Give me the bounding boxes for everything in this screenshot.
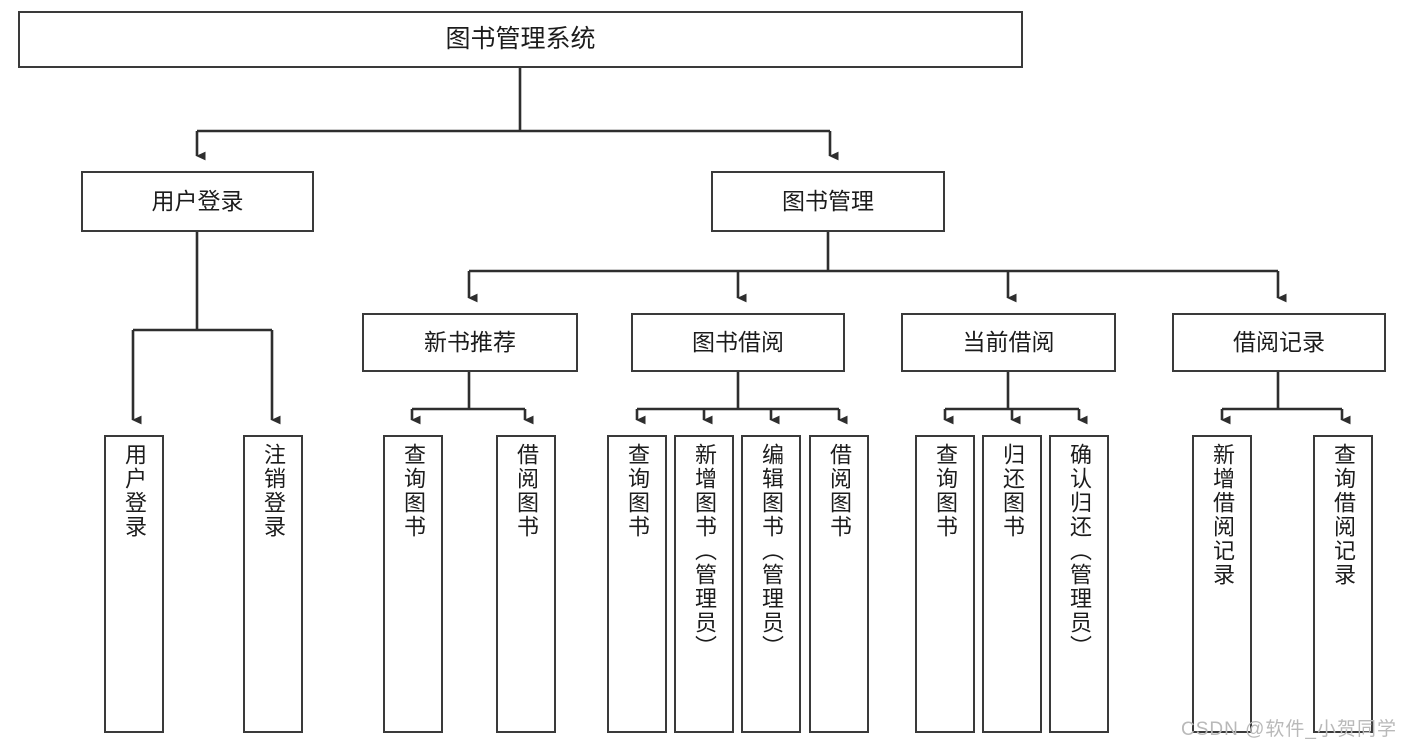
leaf-add-borrow-record[interactable]: 新增借阅记录 [1192,435,1252,733]
leaf-add-book-admin[interactable]: 新增图书（管理员） [674,435,734,733]
node-label: 归还图书 [1000,443,1025,539]
node-label: 新增借阅记录 [1210,443,1235,587]
node-label: 查询图书 [401,443,426,539]
node-label: 图书管理 [782,187,874,214]
leaf-confirm-return-admin[interactable]: 确认归还（管理员） [1049,435,1109,733]
node-borrow-record[interactable]: 借阅记录 [1172,313,1386,372]
node-label: 编辑图书（管理员） [759,443,784,659]
node-label: 借阅图书 [827,443,852,539]
node-label: 借阅图书 [514,443,539,539]
node-label: 查询图书 [625,443,650,539]
node-label: 确认归还（管理员） [1067,443,1092,659]
node-label: 新书推荐 [424,328,516,355]
csdn-watermark: CSDN @软件_小贺同学 [1181,719,1397,740]
node-book-management[interactable]: 图书管理 [711,171,945,232]
leaf-edit-book-admin[interactable]: 编辑图书（管理员） [741,435,801,733]
leaf-query-borrow-record[interactable]: 查询借阅记录 [1313,435,1373,733]
node-label: 查询图书 [933,443,958,539]
node-label: 图书借阅 [692,328,784,355]
leaf-logout[interactable]: 注销登录 [243,435,303,733]
node-label: 查询借阅记录 [1331,443,1356,587]
node-label: 注销登录 [261,443,286,539]
leaf-user-login[interactable]: 用户登录 [104,435,164,733]
node-label: 借阅记录 [1233,328,1325,355]
leaf-query-book-new[interactable]: 查询图书 [383,435,443,733]
node-current-borrow[interactable]: 当前借阅 [901,313,1116,372]
leaf-query-book[interactable]: 查询图书 [607,435,667,733]
node-new-book-recommend[interactable]: 新书推荐 [362,313,578,372]
leaf-borrow-book[interactable]: 借阅图书 [809,435,869,733]
node-label: 新增图书（管理员） [692,443,717,659]
node-label: 用户登录 [151,187,244,214]
node-label: 图书管理系统 [445,24,596,53]
leaf-return-book[interactable]: 归还图书 [982,435,1042,733]
leaf-borrow-book-new[interactable]: 借阅图书 [496,435,556,733]
node-user-login[interactable]: 用户登录 [81,171,314,232]
node-root-system[interactable]: 图书管理系统 [18,11,1023,68]
node-book-borrow[interactable]: 图书借阅 [631,313,845,372]
node-label: 当前借阅 [962,328,1055,355]
leaf-query-book-current[interactable]: 查询图书 [915,435,975,733]
node-label: 用户登录 [122,443,147,539]
